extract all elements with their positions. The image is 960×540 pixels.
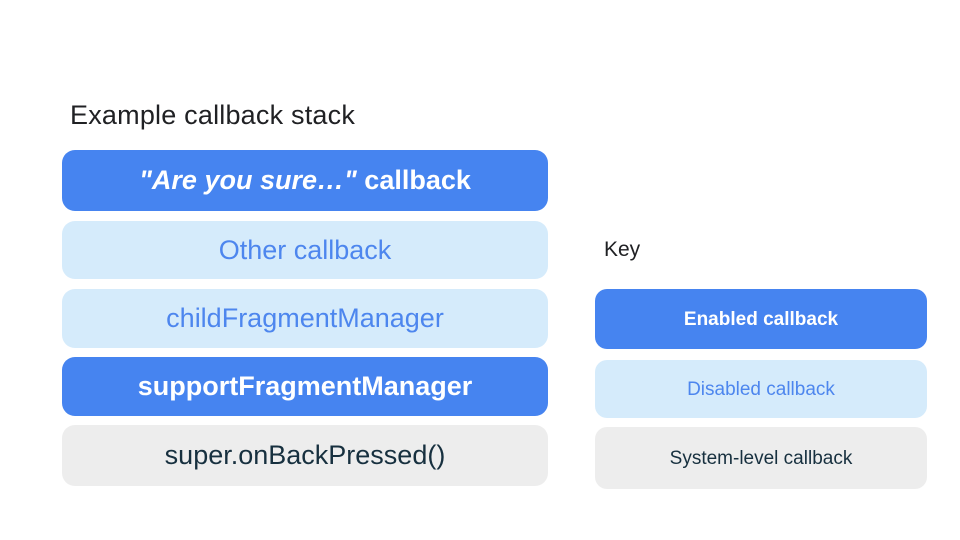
stack-box-super-on-back-pressed: super.onBackPressed() [62, 425, 548, 486]
stack-box-label-rest: callback [356, 165, 471, 195]
key-item-disabled-callback: Disabled callback [595, 360, 927, 418]
key-item-system-level-callback: System-level callback [595, 427, 927, 489]
stack-box-child-fragment-manager: childFragmentManager [62, 289, 548, 348]
key-item-enabled-callback: Enabled callback [595, 289, 927, 349]
key-title: Key [604, 238, 641, 261]
stack-box-other-callback: Other callback [62, 221, 548, 279]
stack-title: Example callback stack [70, 100, 356, 130]
stack-box-support-fragment-manager: supportFragmentManager [62, 357, 548, 416]
stack-box-label-italic: "Are you sure…" [139, 165, 357, 195]
stack-box-are-you-sure-callback: "Are you sure…" callback [62, 150, 548, 211]
